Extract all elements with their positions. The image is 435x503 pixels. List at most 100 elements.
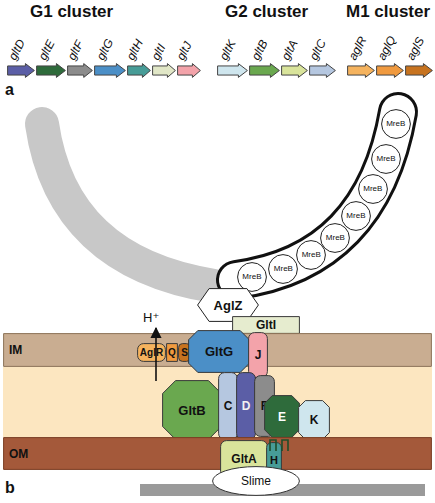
protein-box: E [264,395,300,438]
node-outline-path [250,64,280,78]
protein-label: MreB [274,265,293,273]
protein-label: Q [168,348,176,358]
protein-label: MreB [363,185,382,193]
node-outline [309,63,336,78]
node-outline-path [163,381,222,440]
gene-label: gltE [36,38,56,62]
gene-arrow: gltD [7,63,35,78]
node-outline-path [128,64,151,78]
gene-label: aglQ [375,34,398,62]
outer-membrane: OMGltAH [3,437,432,470]
node-outline-path [265,396,300,438]
protein-label: GltB [178,404,205,417]
mreb-circle: MreB [371,144,401,174]
node-outline-path [218,64,248,78]
node-outline-path [377,64,404,78]
node-outline-path [153,64,176,78]
node-outline-path [342,201,371,230]
node-outline-path [233,317,300,334]
node-outline [217,63,248,78]
cell-body-outline [236,112,398,280]
gene-arrow: gltH [127,63,151,78]
protein-box: GltG [188,330,250,373]
node-outline-path [4,438,432,470]
protein-label: Slime [241,475,271,487]
node-outline-path [348,64,375,78]
protein-label: S [181,348,188,358]
gene-arrow: aglQ [376,63,404,78]
node-outline-path [299,401,330,440]
protein-label: GltI [256,319,276,331]
node-outline-path [310,64,336,78]
protein-label: D [242,400,251,412]
protein-label: MreB [242,273,261,281]
gene-arrow: gltI [152,63,176,78]
mreb-circle: MreB [320,223,350,253]
gene-arrow: gltA [281,63,308,78]
panel-letter: b [5,480,15,496]
gene-arrow: gltC [309,63,336,78]
gene-label: gltB [249,38,269,62]
node-outline [94,63,126,78]
node-outline [7,63,35,78]
cluster-heading: G2 cluster [225,3,308,20]
cluster-heading: G1 cluster [30,3,113,20]
gene-arrow: aglS [405,63,433,78]
protein-label: MreB [377,155,396,163]
node-outline [36,63,66,78]
protein-label: MreB [346,212,365,220]
gene-label: gltF [65,39,85,62]
gene-label: gltD [6,38,27,62]
protein-label: E [278,411,286,423]
node-outline-path [269,254,298,283]
mreb-circle: MreB [341,201,371,231]
node-outline-path [95,64,126,78]
proton-label: H⁺ [143,311,159,324]
node-outline-path [213,467,300,496]
node-outline-path [138,344,166,362]
gene-arrow: gltF [67,63,93,78]
protein-box: AglR [137,343,166,362]
node-outline-path [249,333,268,378]
node-outline-path [358,175,387,204]
node-outline [347,63,375,78]
gene-arrow: gltK [217,63,248,78]
mreb-circle: MreB [358,174,388,204]
mreb-circle: MreB [237,262,267,292]
node-outline-path [189,331,250,373]
protein-label: GltA [231,453,256,465]
protein-box: GltB [162,380,222,440]
node-outline-path [237,373,256,440]
cluster-heading: M1 cluster [346,3,430,20]
gene-label: aglR [346,35,368,62]
mreb-circle: MreB [381,109,411,139]
gene-label: gltH [124,38,145,62]
gene-label: gltC [307,38,328,62]
protein-box: Q [166,343,178,362]
protein-label: AglR [140,348,163,358]
node-outline [249,63,280,78]
node-outline [127,63,151,78]
node-outline [405,63,433,78]
gene-label: gltI [149,42,167,62]
gene-label: aglS [404,35,426,62]
gene-label: gltK [217,38,237,62]
mreb-circle: MreB [268,254,298,284]
gene-arrow: gltE [36,63,66,78]
node-outline [281,63,308,78]
gene-label: gltG [94,37,115,62]
mreb-circle: MreB [296,240,326,270]
node-outline [3,437,432,470]
node-outline [177,63,201,78]
protein-box: GltI [232,316,300,334]
node-outline-path [68,64,93,78]
cell-body-grey [42,124,214,286]
slime-ellipse: Slime [212,466,300,496]
protein-box: D [236,372,256,440]
node-outline-path [8,64,35,78]
protein-label: IM [9,344,22,356]
protein-box: K [298,400,330,440]
protein-label: MreB [302,251,321,259]
protein-label: MreB [386,120,405,128]
